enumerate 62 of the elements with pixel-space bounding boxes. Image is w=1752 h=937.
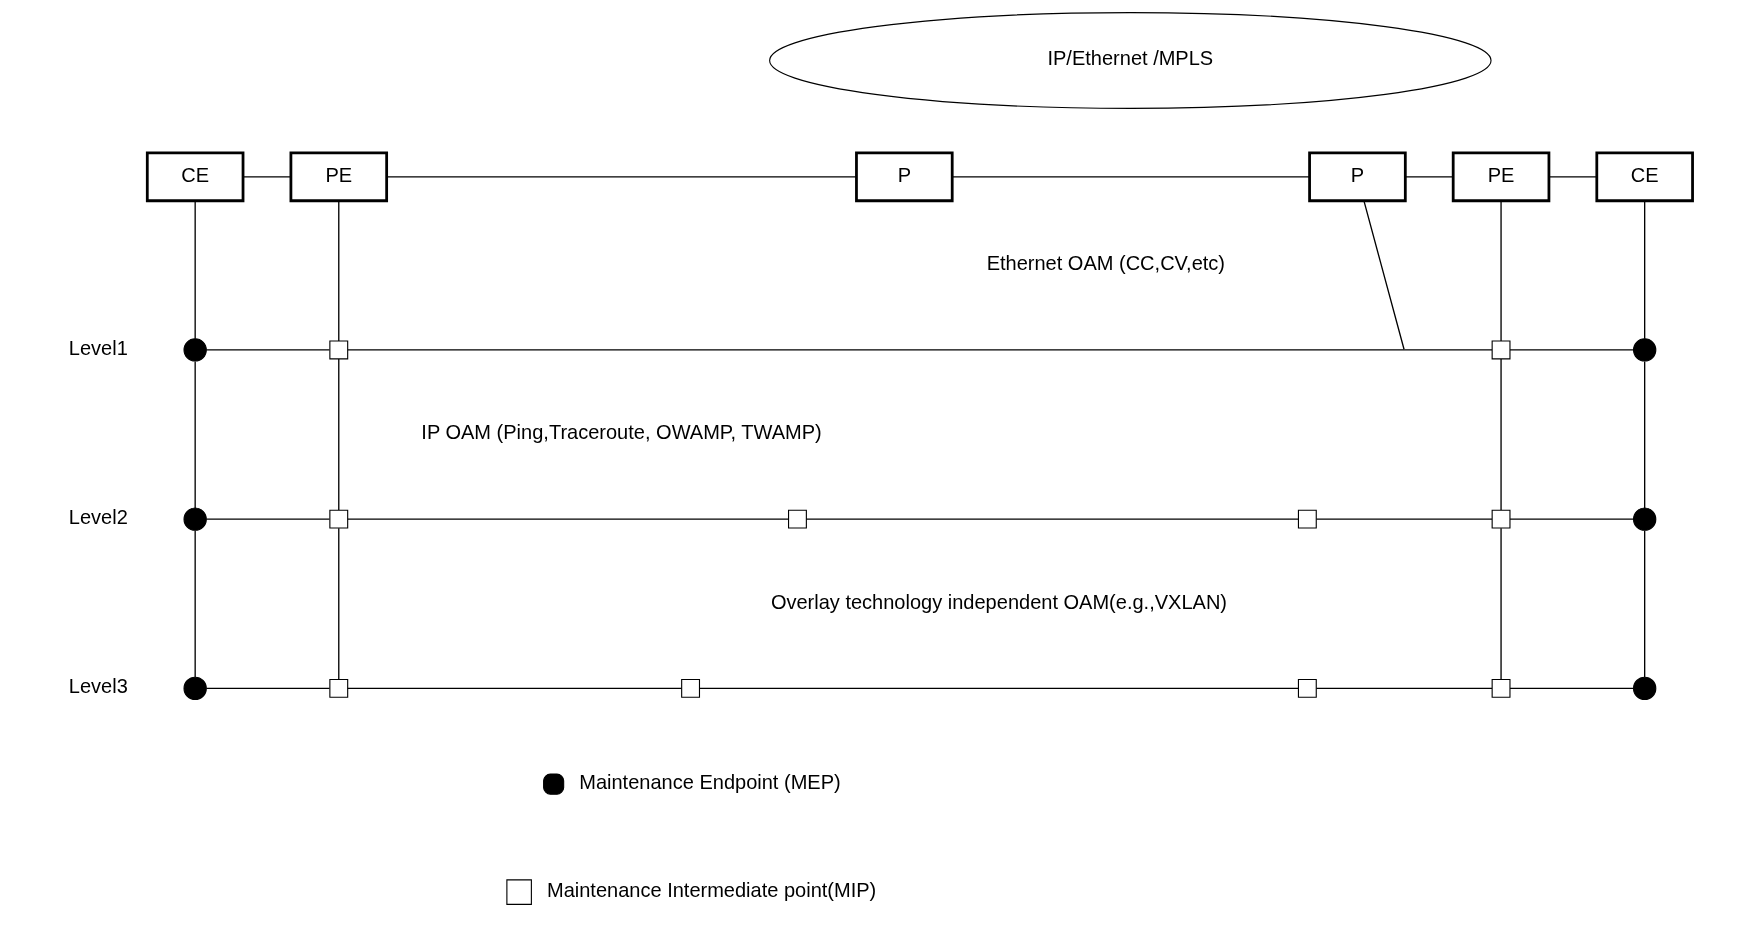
connector	[337, 527, 339, 680]
node-circle	[182, 338, 207, 362]
connector	[346, 349, 1493, 351]
connector	[1404, 176, 1454, 178]
label: Overlay technology independent OAM(e.g.,VXLAN)	[770, 590, 1227, 613]
node-circle	[1632, 338, 1656, 362]
connector	[205, 518, 330, 520]
label: IP OAM (Ping,Traceroute, OWAMP, TWAMP)	[420, 421, 822, 444]
connector	[194, 200, 196, 340]
connector	[805, 518, 1299, 520]
node-box: CE	[1594, 151, 1694, 203]
node-circle	[1632, 507, 1656, 531]
label: Level1	[68, 336, 128, 359]
connector	[194, 530, 196, 678]
node-box: PE	[289, 151, 388, 203]
node-box	[328, 509, 348, 529]
connector	[1643, 360, 1645, 509]
connector	[337, 358, 339, 511]
connector	[698, 687, 1299, 690]
connector	[241, 176, 291, 178]
label: Level2	[68, 506, 128, 529]
connector	[346, 518, 789, 520]
node-box	[787, 509, 807, 529]
legend-label: Maintenance Intermediate point(MIP)	[546, 879, 876, 902]
connector	[1315, 518, 1493, 520]
connector	[1508, 349, 1634, 351]
connector	[1643, 530, 1645, 678]
node-box	[1491, 509, 1511, 529]
connector	[1643, 200, 1645, 340]
connector	[951, 176, 1310, 178]
node-circle	[1632, 676, 1656, 701]
node-box	[1491, 340, 1511, 360]
node-box	[1491, 678, 1511, 698]
node-box: PE	[1451, 151, 1550, 203]
node-box: CE	[145, 151, 244, 203]
connector	[1499, 527, 1502, 680]
connector	[1508, 687, 1634, 690]
connector	[194, 360, 196, 509]
connector	[1362, 200, 1405, 350]
node-box: P	[1307, 151, 1407, 203]
node-box	[680, 678, 700, 698]
connector	[346, 687, 682, 690]
node-box	[328, 678, 348, 698]
connector	[1508, 518, 1634, 520]
node-box: P	[854, 151, 954, 203]
node-box	[328, 340, 348, 360]
node-box	[1297, 678, 1317, 698]
node-circle	[182, 676, 207, 701]
node-box	[1297, 509, 1317, 529]
node-circle	[182, 507, 207, 531]
connector	[205, 349, 330, 351]
label: Level3	[68, 675, 128, 698]
node-ellipse: IP/Ethernet /MPLS	[768, 12, 1492, 109]
connector	[205, 687, 330, 690]
connector	[1315, 687, 1493, 690]
legend-label: Maintenance Endpoint (MEP)	[578, 771, 841, 794]
connector	[1499, 200, 1502, 342]
connector	[1547, 176, 1597, 178]
connector	[1499, 358, 1502, 511]
label: Ethernet OAM (CC,CV,etc)	[986, 252, 1225, 275]
connector	[385, 176, 857, 178]
connector	[337, 200, 339, 342]
